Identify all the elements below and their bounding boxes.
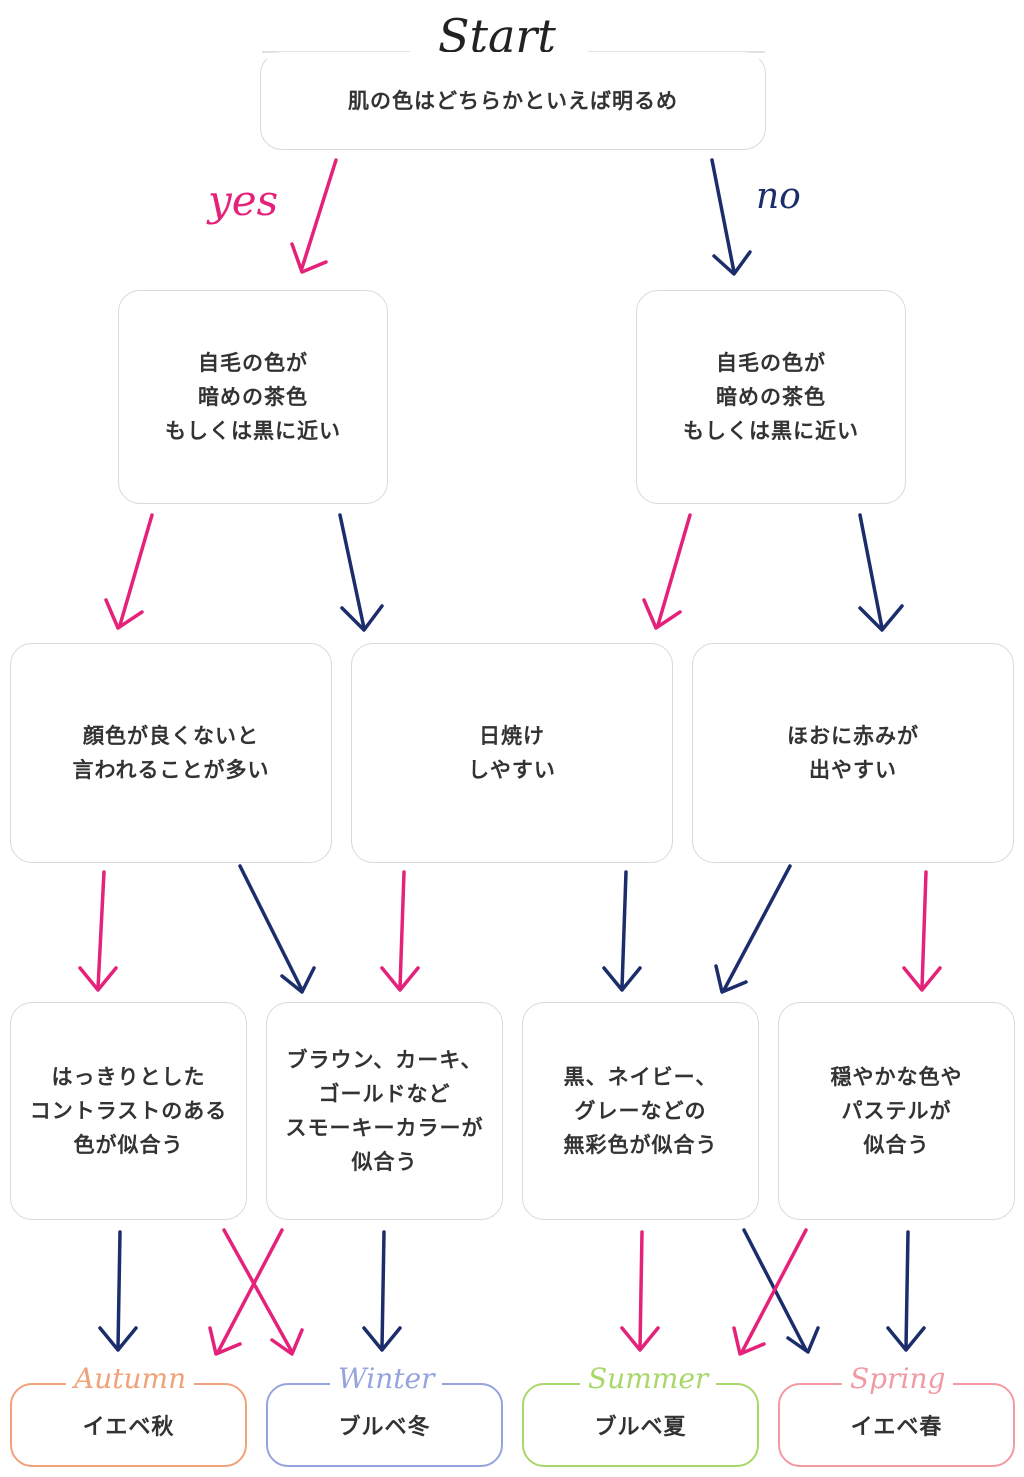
- result-summer: ブルベ夏: [522, 1383, 759, 1467]
- question-achromatic-colors: 黒、ネイビー、 グレーなどの 無彩色が似合う: [522, 1002, 759, 1220]
- no-arrow: [98, 1228, 926, 1354]
- question-red-cheeks: ほおに赤みが 出やすい: [692, 643, 1014, 863]
- season-autumn: Autumn: [66, 1362, 195, 1395]
- result-autumn: イエベ秋: [10, 1383, 247, 1467]
- question-tan: 日焼け しやすい: [351, 643, 673, 863]
- yes-arrow: [208, 1228, 808, 1356]
- question-contrast-colors: はっきりとした コントラストのある 色が似合う: [10, 1002, 247, 1220]
- no-label: no: [756, 176, 801, 217]
- question-hair-color-right: 自毛の色が 暗めの茶色 もしくは黒に近い: [636, 290, 906, 504]
- no-arrow: [338, 513, 904, 632]
- question-hair-color-left: 自毛の色が 暗めの茶色 もしくは黒に近い: [118, 290, 388, 504]
- result-winter: ブルベ冬: [266, 1383, 503, 1467]
- season-winter: Winter: [330, 1362, 443, 1395]
- question-smoky-colors: ブラウン、カーキ、 ゴールドなど スモーキーカラーが 似合う: [266, 1002, 503, 1220]
- question-pastel-colors: 穏やかな色や パステルが 似合う: [778, 1002, 1015, 1220]
- question-skin-brightness: 肌の色はどちらかといえば明るめ: [260, 52, 766, 150]
- no-arrow: [238, 864, 792, 994]
- yes-arrow: [290, 158, 338, 274]
- season-summer: Summer: [580, 1362, 717, 1395]
- yes-arrow: [78, 870, 942, 992]
- no-arrow: [710, 158, 752, 276]
- yes-arrow: [104, 513, 692, 630]
- season-spring: Spring: [842, 1362, 954, 1395]
- result-spring: イエベ春: [778, 1383, 1015, 1467]
- yes-label: yes: [208, 176, 279, 225]
- question-complexion: 顔色が良くないと 言われることが多い: [10, 643, 332, 863]
